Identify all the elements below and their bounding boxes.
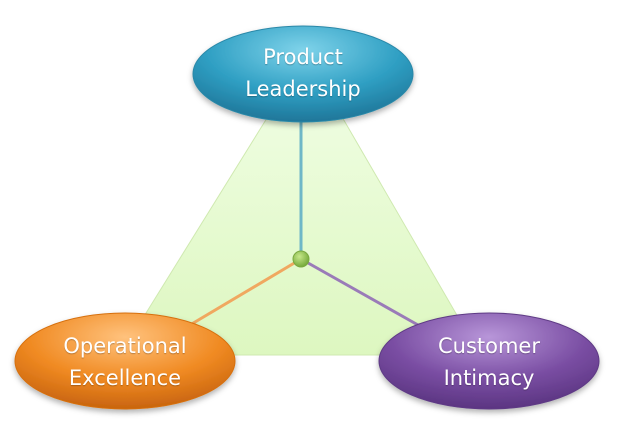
connector-operational	[189, 257, 302, 327]
connector-customer	[300, 257, 419, 327]
operational-excellence-ellipse	[14, 312, 236, 410]
product-leadership-ellipse	[192, 25, 414, 123]
center-dot	[292, 250, 310, 268]
customer-intimacy-ellipse	[378, 312, 600, 410]
